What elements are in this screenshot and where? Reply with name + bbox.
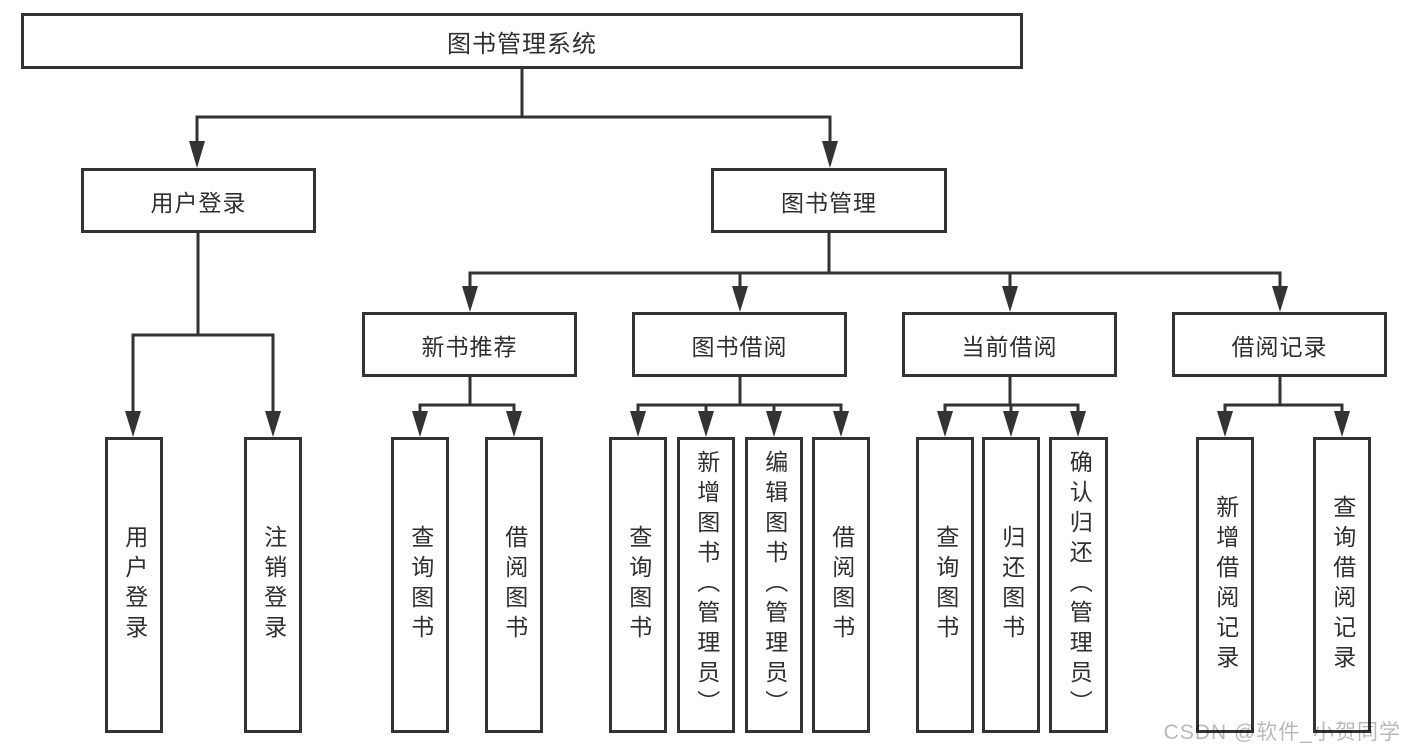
node-label: 用户登录 [121, 525, 148, 645]
leaf-cb-query-books: 查询图书 [916, 437, 974, 733]
node-label: 借阅图书 [501, 525, 528, 645]
leaf-user-login: 用户登录 [105, 437, 163, 733]
leaf-bb-edit-books-admin: 编辑图书（管理员） [745, 437, 803, 733]
node-label: 当前借阅 [961, 333, 1058, 360]
leaf-bb-borrow-books: 借阅图书 [812, 437, 870, 733]
node-borrowing-records: 借阅记录 [1172, 312, 1387, 377]
node-label: 归还图书 [998, 525, 1025, 645]
node-label: 注销登录 [260, 525, 287, 645]
node-label: 图书借阅 [691, 333, 788, 360]
node-label: 新书推荐 [421, 333, 518, 360]
node-label: 查询图书 [932, 525, 959, 645]
node-label: 借阅记录 [1231, 333, 1328, 360]
node-label: 图书管理 [781, 189, 877, 216]
leaf-logout: 注销登录 [244, 437, 302, 733]
leaf-cb-return-books: 归还图书 [982, 437, 1040, 733]
node-label: 查询借阅记录 [1329, 495, 1356, 675]
node-label: 用户登录 [150, 189, 247, 216]
node-label: 查询图书 [625, 525, 652, 645]
node-label: 新增图书（管理员） [693, 450, 720, 720]
node-label: 图书管理系统 [447, 30, 597, 58]
node-label: 新增借阅记录 [1212, 495, 1239, 675]
csdn-watermark: CSDN @软件_小贺同学 [1163, 721, 1401, 744]
node-label: 借阅图书 [828, 525, 855, 645]
leaf-br-new-borrow-record: 新增借阅记录 [1196, 437, 1254, 733]
node-library-management-system: 图书管理系统 [21, 13, 1023, 69]
node-book-management: 图书管理 [711, 168, 947, 233]
leaf-br-query-borrow-record: 查询借阅记录 [1313, 437, 1371, 733]
leaf-bb-add-books-admin: 新增图书（管理员） [677, 437, 735, 733]
leaf-nb-borrow-books: 借阅图书 [485, 437, 543, 733]
leaf-cb-confirm-return-admin: 确认归还（管理员） [1049, 437, 1108, 733]
node-label: 编辑图书（管理员） [761, 450, 788, 720]
node-new-book-recommend: 新书推荐 [362, 312, 577, 377]
node-label: 确认归还（管理员） [1066, 450, 1093, 720]
leaf-nb-query-books: 查询图书 [391, 437, 449, 733]
node-user-login: 用户登录 [81, 168, 316, 233]
node-label: 查询图书 [407, 525, 434, 645]
node-current-borrowing: 当前借阅 [902, 312, 1117, 377]
node-book-borrowing: 图书借阅 [632, 312, 847, 377]
leaf-bb-query-books: 查询图书 [609, 437, 667, 733]
